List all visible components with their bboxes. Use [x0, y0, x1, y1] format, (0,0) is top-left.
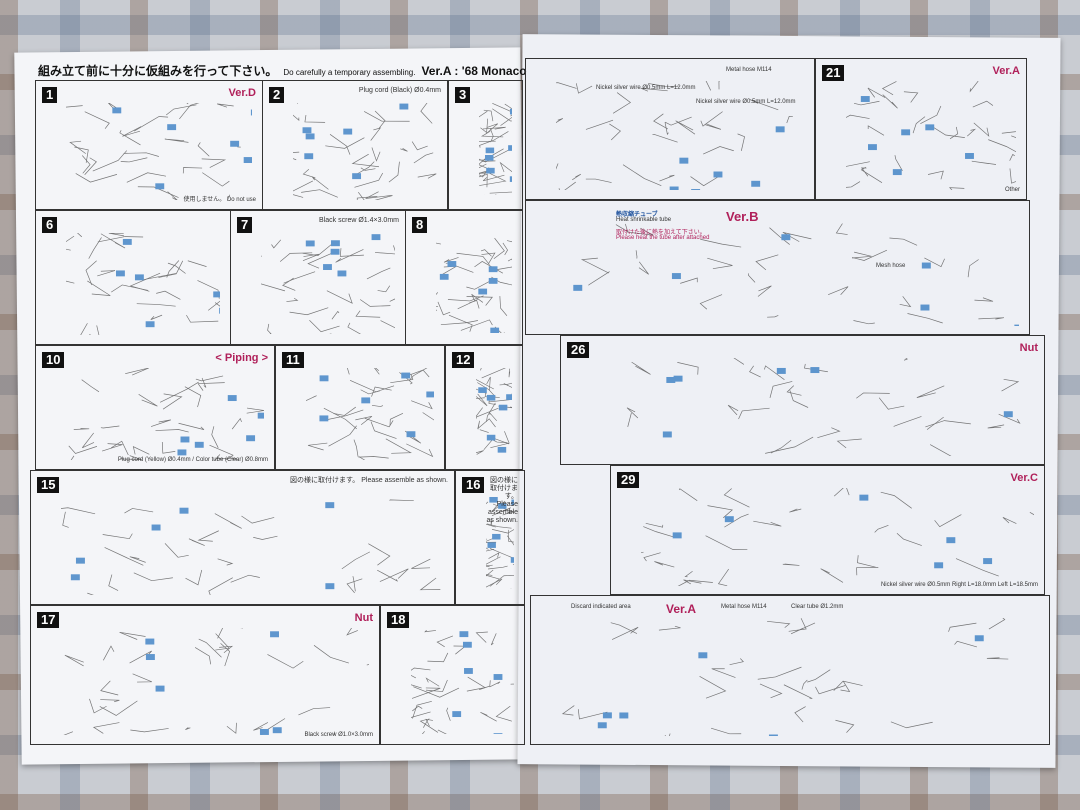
- discard-note: Discard indicated area: [571, 604, 631, 610]
- hose-note: Metal hose M114: [726, 67, 772, 73]
- step-number: 3: [455, 87, 471, 103]
- step-panel: 29 Ver.C Nickel silver wire Ø0.5mm Right…: [610, 465, 1045, 595]
- version-label: Ver.A: [666, 602, 697, 616]
- step-panel: 11: [275, 345, 445, 470]
- step-panel: 3: [448, 80, 523, 210]
- step-panel: 12: [445, 345, 523, 470]
- step-subnote: Black screw Ø1.0×3.0mm: [304, 731, 373, 738]
- assembly-diagram: [476, 368, 512, 455]
- note-jp: 取付けた後に熱を加えて下さい。: [616, 230, 706, 236]
- step-panel: 26 Nut: [560, 335, 1045, 465]
- step-note: Black screw Ø1.4×3.0mm: [319, 217, 399, 224]
- step-subnote: Plug cord (Yellow) Ø0.4mm / Color tube (…: [117, 456, 268, 463]
- assembly-diagram: [261, 234, 395, 335]
- mesh-note: Mesh hose: [876, 263, 906, 269]
- step-note: 図の様に取付けます。 Please assemble as shown.: [486, 477, 518, 525]
- step-number: 7: [237, 217, 253, 233]
- step-number: 6: [42, 217, 58, 233]
- assembly-diagram: [411, 629, 514, 734]
- step-number: 21: [822, 65, 845, 81]
- step-note: Nut: [1019, 342, 1038, 354]
- assembly-diagram: [479, 103, 512, 196]
- step-number: 15: [37, 477, 60, 493]
- tube-en: Heat shrinkable tube: [616, 217, 672, 223]
- step-panel: 10 < Piping > Plug cord (Yellow) Ø0.4mm …: [35, 345, 275, 470]
- step-number: 1: [42, 87, 58, 103]
- assembly-diagram: [573, 223, 1019, 326]
- step-panel: 1 Ver.D 使用しません。 Do not use: [35, 80, 263, 210]
- assembly-diagram: [66, 103, 252, 200]
- tube-note: Clear tube Ø1.2mm: [791, 604, 844, 610]
- wire-note: Nickel silver wire Ø0.5mm L=12.0mm: [696, 99, 796, 105]
- assembly-diagram: [436, 237, 512, 334]
- assembly-diagram: [641, 488, 1034, 586]
- assembly-diagram: [66, 233, 220, 335]
- header: 組み立て前に十分に仮組みを行って下さい。 Do carefully a tempo…: [38, 62, 527, 79]
- assembly-diagram: [61, 499, 441, 596]
- header-en: Do carefully a temporary assembling.: [283, 68, 416, 77]
- hose-note: Metal hose M114: [721, 604, 767, 610]
- assembly-diagram: [62, 628, 369, 736]
- step-panel: 21 Ver.A Other: [815, 58, 1027, 200]
- step-panel: 18: [380, 605, 525, 745]
- step-number: 26: [567, 342, 590, 358]
- assembly-diagram: [486, 496, 514, 590]
- step-number: 18: [387, 612, 410, 628]
- step-subnote: 使用しません。 Do not use: [183, 196, 256, 203]
- assembly-diagram: [846, 81, 1016, 190]
- step-panel: 15 図の様に取付けます。 Please assemble as shown.: [30, 470, 455, 605]
- step-number: 10: [42, 352, 65, 368]
- step-number: 11: [282, 352, 304, 368]
- step-panel: 17 Nut Black screw Ø1.0×3.0mm: [30, 605, 380, 745]
- wire-note: Nickel silver wire Ø0.5mm L=12.0mm: [596, 85, 696, 91]
- step-number: 8: [412, 217, 428, 233]
- step-note: Nut: [354, 612, 373, 624]
- step-note: < Piping >: [215, 352, 268, 364]
- assembly-diagram: [556, 81, 793, 191]
- assembly-diagram: [561, 618, 1009, 736]
- assembly-diagram: [306, 368, 434, 460]
- step-number: 17: [37, 612, 60, 628]
- step-panel: 8: [405, 210, 523, 345]
- note-en: Please heat the tube after attached: [616, 235, 710, 241]
- step-number: 12: [452, 352, 475, 368]
- step-number: 16: [462, 477, 485, 493]
- step-note: Ver.D: [228, 87, 256, 99]
- step-note: Ver.C: [1010, 472, 1038, 484]
- step-panel: 6: [35, 210, 231, 345]
- step-note: 図の様に取付けます。 Please assemble as shown.: [289, 477, 448, 484]
- step-number: 2: [269, 87, 285, 103]
- assembly-diagram: [68, 368, 264, 461]
- step-panel: 7 Black screw Ø1.4×3.0mm: [230, 210, 406, 345]
- assembly-diagram: [626, 358, 1021, 456]
- header-jp: 組み立て前に十分に仮組みを行って下さい。: [38, 64, 278, 78]
- step-note: Plug cord (Black) Ø0.4mm: [358, 87, 441, 94]
- step-panel: 2 Plug cord (Black) Ø0.4mm: [262, 80, 448, 210]
- step-note: Ver.A: [992, 65, 1020, 77]
- step-number: 29: [617, 472, 640, 488]
- assembly-diagram: [293, 103, 437, 200]
- step-panel: Discard indicated area Ver.A Metal hose M1…: [530, 595, 1050, 745]
- step-subnote: Nickel silver wire Ø0.5mm Right L=18.0mm…: [880, 581, 1038, 588]
- step-panel: 16 図の様に取付けます。 Please assemble as shown.: [455, 470, 525, 605]
- version-label: Ver.B: [726, 209, 759, 224]
- step-subnote: Other: [1004, 186, 1020, 193]
- header-version: Ver.A : '68 Monaco: [421, 64, 527, 78]
- tube-jp: 熱収縮チューブ: [616, 212, 658, 218]
